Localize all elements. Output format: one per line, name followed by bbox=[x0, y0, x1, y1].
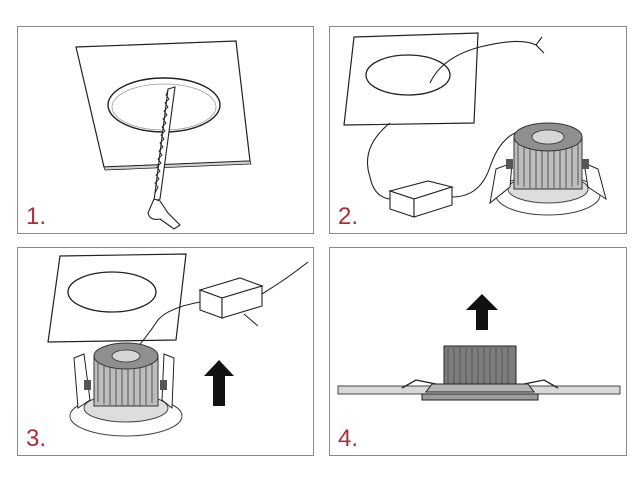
up-arrow-icon bbox=[204, 360, 234, 406]
cut-hole-outline bbox=[67, 271, 157, 313]
step-4-illustration bbox=[337, 294, 621, 401]
step-3-illustration bbox=[47, 253, 309, 437]
driver-box-icon bbox=[198, 277, 264, 319]
step-number: 3. bbox=[26, 425, 47, 452]
step-number: 2. bbox=[338, 203, 359, 230]
step-2-panel: 2. bbox=[329, 26, 627, 234]
saw-icon bbox=[147, 86, 181, 230]
step-1-illustration bbox=[75, 40, 252, 230]
led-downlight-icon bbox=[489, 122, 607, 216]
up-arrow-icon bbox=[466, 294, 498, 330]
step-4-panel: 4. bbox=[329, 247, 627, 456]
step-number: 1. bbox=[26, 203, 47, 230]
mains-cable bbox=[429, 36, 545, 84]
step-1-panel: 1. bbox=[17, 26, 314, 234]
step-3-panel: 3. bbox=[17, 247, 314, 456]
step-2-illustration bbox=[343, 32, 607, 218]
led-downlight-icon bbox=[69, 342, 183, 437]
step-number: 4. bbox=[338, 425, 359, 452]
led-downlight-icon bbox=[401, 345, 559, 401]
driver-box-icon bbox=[388, 180, 455, 218]
cut-hole-outline bbox=[365, 54, 451, 96]
